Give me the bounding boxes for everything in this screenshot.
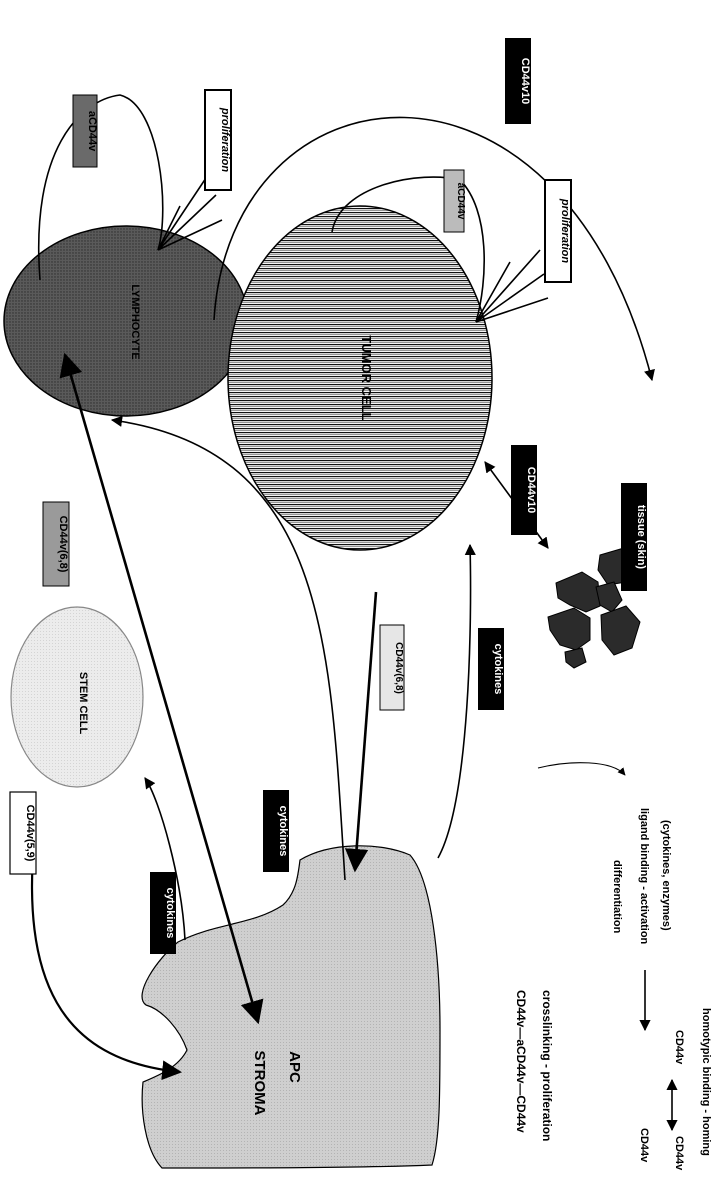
apc-label: APC — [286, 1051, 303, 1083]
legend-homotypic-left: CD44v — [673, 1136, 685, 1171]
lymphocyte-label: LYMPHOCYTE — [129, 284, 141, 359]
fan-tumor — [475, 249, 549, 323]
cytokines-stem-label: cytokines — [164, 888, 176, 939]
arrow-lymph-stroma — [59, 352, 264, 1025]
acd44v-lymph-box — [72, 94, 98, 168]
legend-ligand-term: CD44v — [638, 1128, 650, 1163]
cd44v59-label: CD44v(5,9) — [24, 805, 36, 862]
cd44v68-lymph-label: CD44v(6,8) — [57, 516, 69, 573]
cytokines-lymph-label: cytokines — [277, 806, 289, 857]
cd44v10-tissue-label: CD44v10 — [525, 467, 537, 513]
stem-cell-label: STEM CELL — [77, 672, 89, 735]
acd44v-tumor-label: aCD44v — [455, 183, 466, 220]
stroma-apc-cell — [141, 845, 441, 1169]
cytokines-tumor-box — [478, 628, 504, 710]
legend-ligand-desc: ligand binding - activation — [638, 808, 650, 945]
cytokines-tumor-label: cytokines — [492, 644, 504, 695]
cd44v68-tumor-label: CD44v(6,8) — [393, 642, 404, 694]
legend-homotypic-right: CD44v — [673, 1030, 685, 1065]
stem-cell — [10, 606, 144, 788]
stroma-label: STROMA — [251, 1051, 268, 1116]
acd44v-tumor-box — [443, 169, 465, 233]
tissue-box — [621, 483, 647, 591]
cytokines-lymph-box — [263, 790, 289, 872]
curve-cd44v59 — [31, 829, 182, 1081]
legend-crosslink-formula: CD44v—aCD44v—CD44v — [514, 990, 528, 1133]
lymphocyte-cell — [3, 225, 249, 417]
proliferation-tumor-label: proliferation — [559, 198, 571, 263]
arrow-tumor-stroma — [344, 591, 378, 873]
loop-lymph — [38, 94, 164, 281]
legend-ligand-sub: (cytokines, enzymes) — [660, 820, 672, 931]
proliferation-lymph-box — [204, 89, 232, 191]
proliferation-lymph-label: proliferation — [219, 107, 231, 172]
tumor-label: TUMOR CELL — [359, 335, 374, 420]
cd44v10-top-box — [505, 38, 531, 124]
cd44v68-tumor-box — [379, 624, 405, 711]
legend-homotypic-desc: homotypic binding - homing — [700, 1008, 712, 1156]
cd44v10-tissue-box — [511, 445, 537, 535]
cytokines-stem-box — [150, 872, 176, 954]
legend-crosslink-desc: crosslinking - proliferation — [540, 990, 554, 1141]
tissue-label: tissue (skin) — [635, 505, 647, 570]
proliferation-tumor-box — [544, 179, 572, 283]
cd44v10-top-label: CD44v10 — [519, 58, 531, 104]
cd44v68-lymph-box — [42, 501, 70, 587]
cd44v59-box — [9, 791, 37, 875]
legend-differentiation: differentiation — [611, 860, 623, 934]
acd44v-lymph-label: aCD44v — [86, 111, 98, 152]
arc-cd44v10-to-tissue — [213, 116, 655, 382]
fan-lymph — [157, 171, 223, 251]
curve-cytokines-tumor — [437, 543, 476, 859]
legend-diff-arc — [537, 762, 626, 776]
tissue-blobs — [547, 547, 641, 669]
